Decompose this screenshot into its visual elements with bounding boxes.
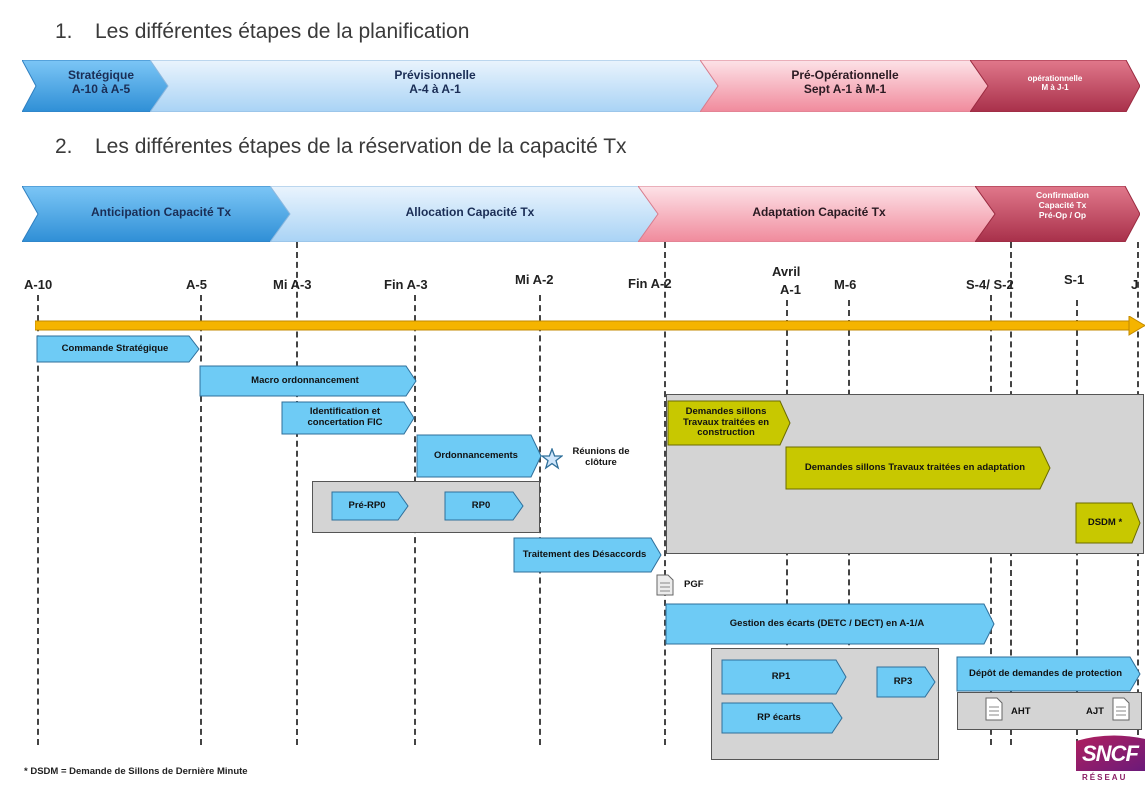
timeline-arrow [35,316,1145,336]
task-ordonnancements: Ordonnancements [416,434,542,478]
task-gestion-ecarts: Gestion des écarts (DETC / DECT) en A-1/… [665,603,995,645]
phase-strategique: Stratégique A-10 à A-5 [22,60,170,112]
aht-label: AHT [1011,706,1031,717]
phase-range: M à J-1 [1041,83,1069,93]
phase-previsionnelle: Prévisionnelle A-4 à A-1 [150,60,720,112]
phase-label: Allocation Capacité Tx [405,205,535,219]
task-label: Gestion des écarts (DETC / DECT) en A-1/… [729,617,925,629]
phase-label: opérationnelle [1027,74,1083,83]
milestone-fina2: Fin A-2 [628,276,672,291]
phase-allocation: Allocation Capacité Tx [270,186,670,242]
logo-subtext: RÉSEAU [1082,773,1128,782]
task-dsdm: DSDM * [1075,502,1141,544]
milestone-line-a10 [37,295,39,745]
phase-label: Capacité Tx [1038,199,1087,210]
chevron-shape [22,186,300,242]
task-commande-strategique: Commande Stratégique [36,335,200,363]
phase-label: Pré-Op / Op [1038,209,1087,220]
heading-text: Les différentes étapes de la réservation… [95,135,627,158]
task-label: Ordonnancements [434,449,518,461]
task-demandes-adaptation: Demandes sillons Travaux traitées en ada… [785,446,1051,490]
milestone-avril: Avril [772,264,801,279]
milestone-s4s2: S-4/ S-2 [966,277,1014,292]
document-icon [1112,697,1130,721]
pgf-label: PGF [684,579,704,590]
task-depot-demandes: Dépôt de demandes de protection [956,656,1141,692]
phase-adaptation: Adaptation Capacité Tx [638,186,1000,242]
footnote-dsdm: * DSDM = Demande de Sillons de Dernière … [24,766,248,777]
task-label: Demandes sillons Travaux traitées en ada… [804,461,1026,473]
chevron-shape [700,60,990,112]
task-label: Traitement des Désaccords [522,548,647,560]
phase-label: Stratégique [67,68,134,82]
task-label: RP écarts [757,711,801,723]
task-rp-ecarts: RP écarts [721,702,843,734]
task-label: Pré-RP0 [348,499,386,511]
milestone-s1: S-1 [1064,272,1085,287]
milestone-line-fina2 [664,242,666,745]
sncf-reseau-logo: SNCF RÉSEAU [1076,733,1145,787]
task-identification-fic: Identification et concertation FIC [281,401,415,435]
phase-label: Prévisionnelle [394,68,476,82]
milestone-mia2: Mi A-2 [515,272,554,287]
task-label: Identification et concertation FIC [307,406,383,428]
phase-range: Sept A-1 à M-1 [803,81,887,96]
milestone-line-mia3 [296,242,298,745]
heading-reservation: 2. Les différentes étapes de la réservati… [55,135,627,159]
milestone-j: J [1131,277,1139,292]
task-rp0: RP0 [444,491,524,521]
task-label: Demandes sillons Travaux traitées en con… [682,405,770,439]
milestone-avril-a1: A-1 [780,282,801,297]
task-label: Commande Stratégique [61,342,169,354]
phase-range: A-4 à A-1 [409,81,461,96]
milestone-a10: A-10 [24,277,53,292]
task-pre-rp0: Pré-RP0 [331,491,409,521]
heading-number: 1. [55,20,73,43]
star-icon [541,448,563,470]
task-label: RP3 [893,675,913,687]
milestone-a5: A-5 [186,277,207,292]
phase-label: Adaptation Capacité Tx [752,205,886,219]
task-label: RP1 [771,670,791,682]
phase-pre-operationnelle: Pré-Opérationnelle Sept A-1 à M-1 [700,60,990,112]
milestone-line-a5 [200,295,202,745]
heading-number: 2. [55,135,73,158]
phase-label: Confirmation [1036,190,1089,200]
task-rp3: RP3 [876,666,936,698]
reunions-de-cloture: Réunions de clôture [572,446,630,469]
milestone-mia3: Mi A-3 [273,277,312,292]
task-label: DSDM * [1087,516,1123,528]
milestone-line-mia2 [539,295,541,745]
task-demandes-construction: Demandes sillons Travaux traitées en con… [667,400,791,446]
task-label: Dépôt de demandes de protection [968,667,1123,679]
chevron-shape [975,186,1140,242]
milestone-fina3: Fin A-3 [384,277,428,292]
milestone-m6: M-6 [834,277,857,292]
task-label: RP0 [471,499,491,511]
ajt-label: AJT [1086,706,1104,717]
heading-text: Les différentes étapes de la planificati… [95,20,470,43]
document-icon [985,697,1003,721]
task-label: Macro ordonnancement [251,374,359,386]
chevron-shape [638,186,1000,242]
phase-operationnelle: opérationnelle M à J-1 [970,60,1140,112]
task-macro-ordonnancement: Macro ordonnancement [199,365,417,397]
logo-text: SNCF [1082,741,1139,766]
chevron-shape [970,60,1140,112]
phase-range: A-10 à A-5 [71,81,131,96]
task-traitement-desaccords: Traitement des Désaccords [513,537,662,573]
heading-planification: 1. Les différentes étapes de la planifica… [55,20,469,44]
phase-label: Anticipation Capacité Tx [90,205,232,219]
phase-anticipation: Anticipation Capacité Tx [22,186,300,242]
document-icon [656,574,674,596]
chevron-shape [150,60,720,112]
phase-confirmation: Confirmation Capacité Tx Pré-Op / Op [975,186,1140,242]
chevron-shape [22,60,170,112]
phase-label: Pré-Opérationnelle [791,68,899,82]
task-rp1: RP1 [721,659,847,695]
chevron-shape [270,186,670,242]
